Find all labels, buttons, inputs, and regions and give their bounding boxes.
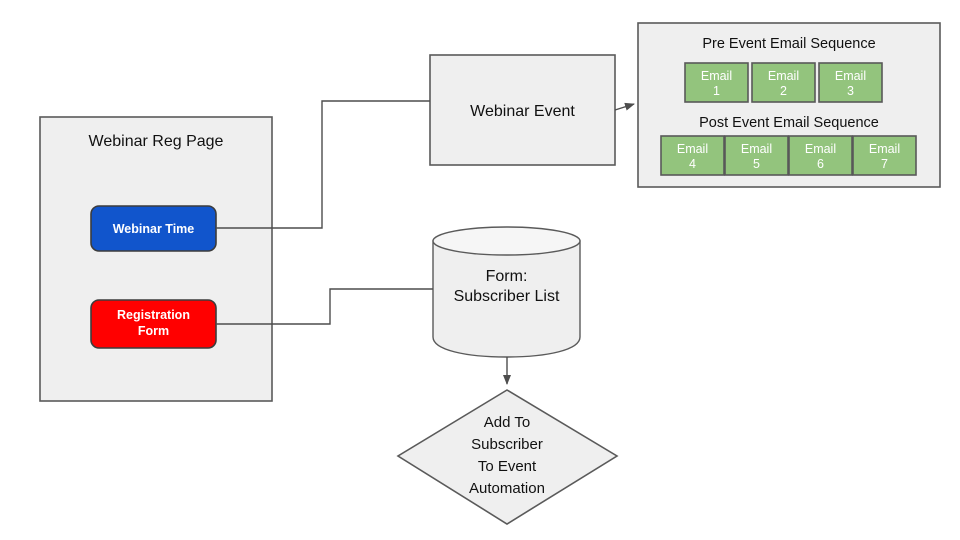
registration-form-button[interactable]: Registration Form <box>90 299 217 349</box>
email-box-7-shape <box>852 135 917 176</box>
subscriber-list-label-line1: Form: <box>486 268 528 285</box>
email-box-3-line2: 3 <box>847 84 854 98</box>
subscriber-list-datastore[interactable]: Form: Subscriber List <box>432 226 581 358</box>
email-box-5-line2: 5 <box>753 157 760 171</box>
decision-label-line2: Subscriber <box>471 436 543 453</box>
email-sequence-panel[interactable]: Pre Event Email Sequence Email 1 Email 2… <box>637 22 941 188</box>
email-box-1-shape <box>684 62 749 103</box>
email-box-4-shape <box>660 135 725 176</box>
email-box-6-line2: 6 <box>817 157 824 171</box>
email-box-5-line1: Email <box>741 142 772 156</box>
connector-webinar-time-to-event <box>216 100 430 229</box>
email-box-5[interactable]: Email 5 <box>724 135 789 176</box>
decision-label-line1: Add To <box>484 414 530 431</box>
registration-form-button-label-line1: Registration <box>117 308 190 322</box>
email-box-1-line2: 1 <box>713 84 720 98</box>
post-event-sequence-title: Post Event Email Sequence <box>699 115 879 131</box>
email-box-1-line1: Email <box>701 69 732 83</box>
email-box-6-line1: Email <box>805 142 836 156</box>
email-box-1[interactable]: Email 1 <box>684 62 749 103</box>
email-box-7-line1: Email <box>869 142 900 156</box>
connector-webinar-event-to-email-panel <box>614 102 635 111</box>
registration-form-button-label-line2: Form <box>138 324 169 338</box>
webinar-event-node[interactable]: Webinar Event <box>429 54 616 166</box>
connector-registration-form-to-subscriber-list <box>216 288 433 325</box>
email-box-5-shape <box>724 135 789 176</box>
webinar-reg-page-panel[interactable]: Webinar Reg Page <box>39 116 273 402</box>
email-box-3-shape <box>818 62 883 103</box>
webinar-event-label: Webinar Event <box>470 103 575 120</box>
add-subscriber-automation-decision[interactable]: Add To Subscriber To Event Automation <box>396 389 619 525</box>
email-box-4-line2: 4 <box>689 157 696 171</box>
email-box-7-line2: 7 <box>881 157 888 171</box>
email-box-2-line1: Email <box>768 69 799 83</box>
webinar-event-shape <box>429 54 616 166</box>
decision-label-line3: To Event <box>478 458 537 475</box>
webinar-time-button[interactable]: Webinar Time <box>90 205 217 252</box>
webinar-reg-page-background <box>39 116 273 402</box>
email-box-6[interactable]: Email 6 <box>788 135 853 176</box>
email-box-4[interactable]: Email 4 <box>660 135 725 176</box>
email-box-2-line2: 2 <box>780 84 787 98</box>
pre-event-sequence-title: Pre Event Email Sequence <box>702 36 875 52</box>
webinar-reg-page-title: Webinar Reg Page <box>89 133 224 150</box>
email-box-3-line1: Email <box>835 69 866 83</box>
email-box-3[interactable]: Email 3 <box>818 62 883 103</box>
email-box-2-shape <box>751 62 816 103</box>
webinar-time-button-label: Webinar Time <box>113 222 195 236</box>
email-box-4-line1: Email <box>677 142 708 156</box>
decision-diamond-shape <box>396 389 619 525</box>
email-box-6-shape <box>788 135 853 176</box>
decision-label-line4: Automation <box>469 480 545 497</box>
subscriber-list-label-line2: Subscriber List <box>454 288 560 305</box>
subscriber-list-cylinder-top <box>432 226 581 256</box>
email-box-7[interactable]: Email 7 <box>852 135 917 176</box>
email-box-2[interactable]: Email 2 <box>751 62 816 103</box>
